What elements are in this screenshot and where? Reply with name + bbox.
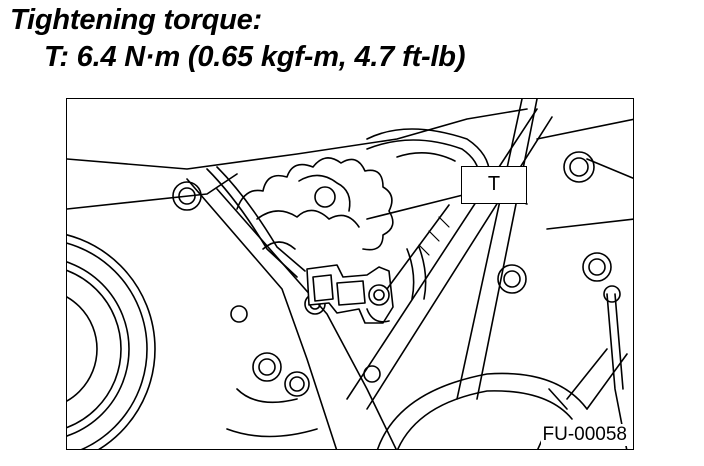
- cam-sprocket: [236, 128, 491, 251]
- engine-line-drawing: [67, 99, 633, 449]
- tightening-torque-heading: Tightening torque:: [10, 4, 262, 36]
- bolt-heads: [172, 151, 621, 397]
- torque-callout-box: T: [461, 166, 527, 204]
- torque-callout-label: T: [487, 173, 501, 195]
- figure-code: FU-00058: [540, 424, 627, 446]
- right-bracket: [536, 118, 633, 449]
- engine-illustration-frame: T FU-00058: [66, 98, 634, 450]
- crank-pulley-left: [67, 234, 156, 449]
- timing-belt: [346, 99, 553, 410]
- torque-specification: T: 6.4 N·m (0.65 kgf-m, 4.7 ft-lb): [44, 41, 466, 73]
- callout-leader-hatch: [418, 216, 450, 256]
- wiring-and-hoses: [206, 166, 427, 438]
- cam-angle-sensor: [306, 264, 394, 324]
- callout-leader-line: [386, 204, 450, 290]
